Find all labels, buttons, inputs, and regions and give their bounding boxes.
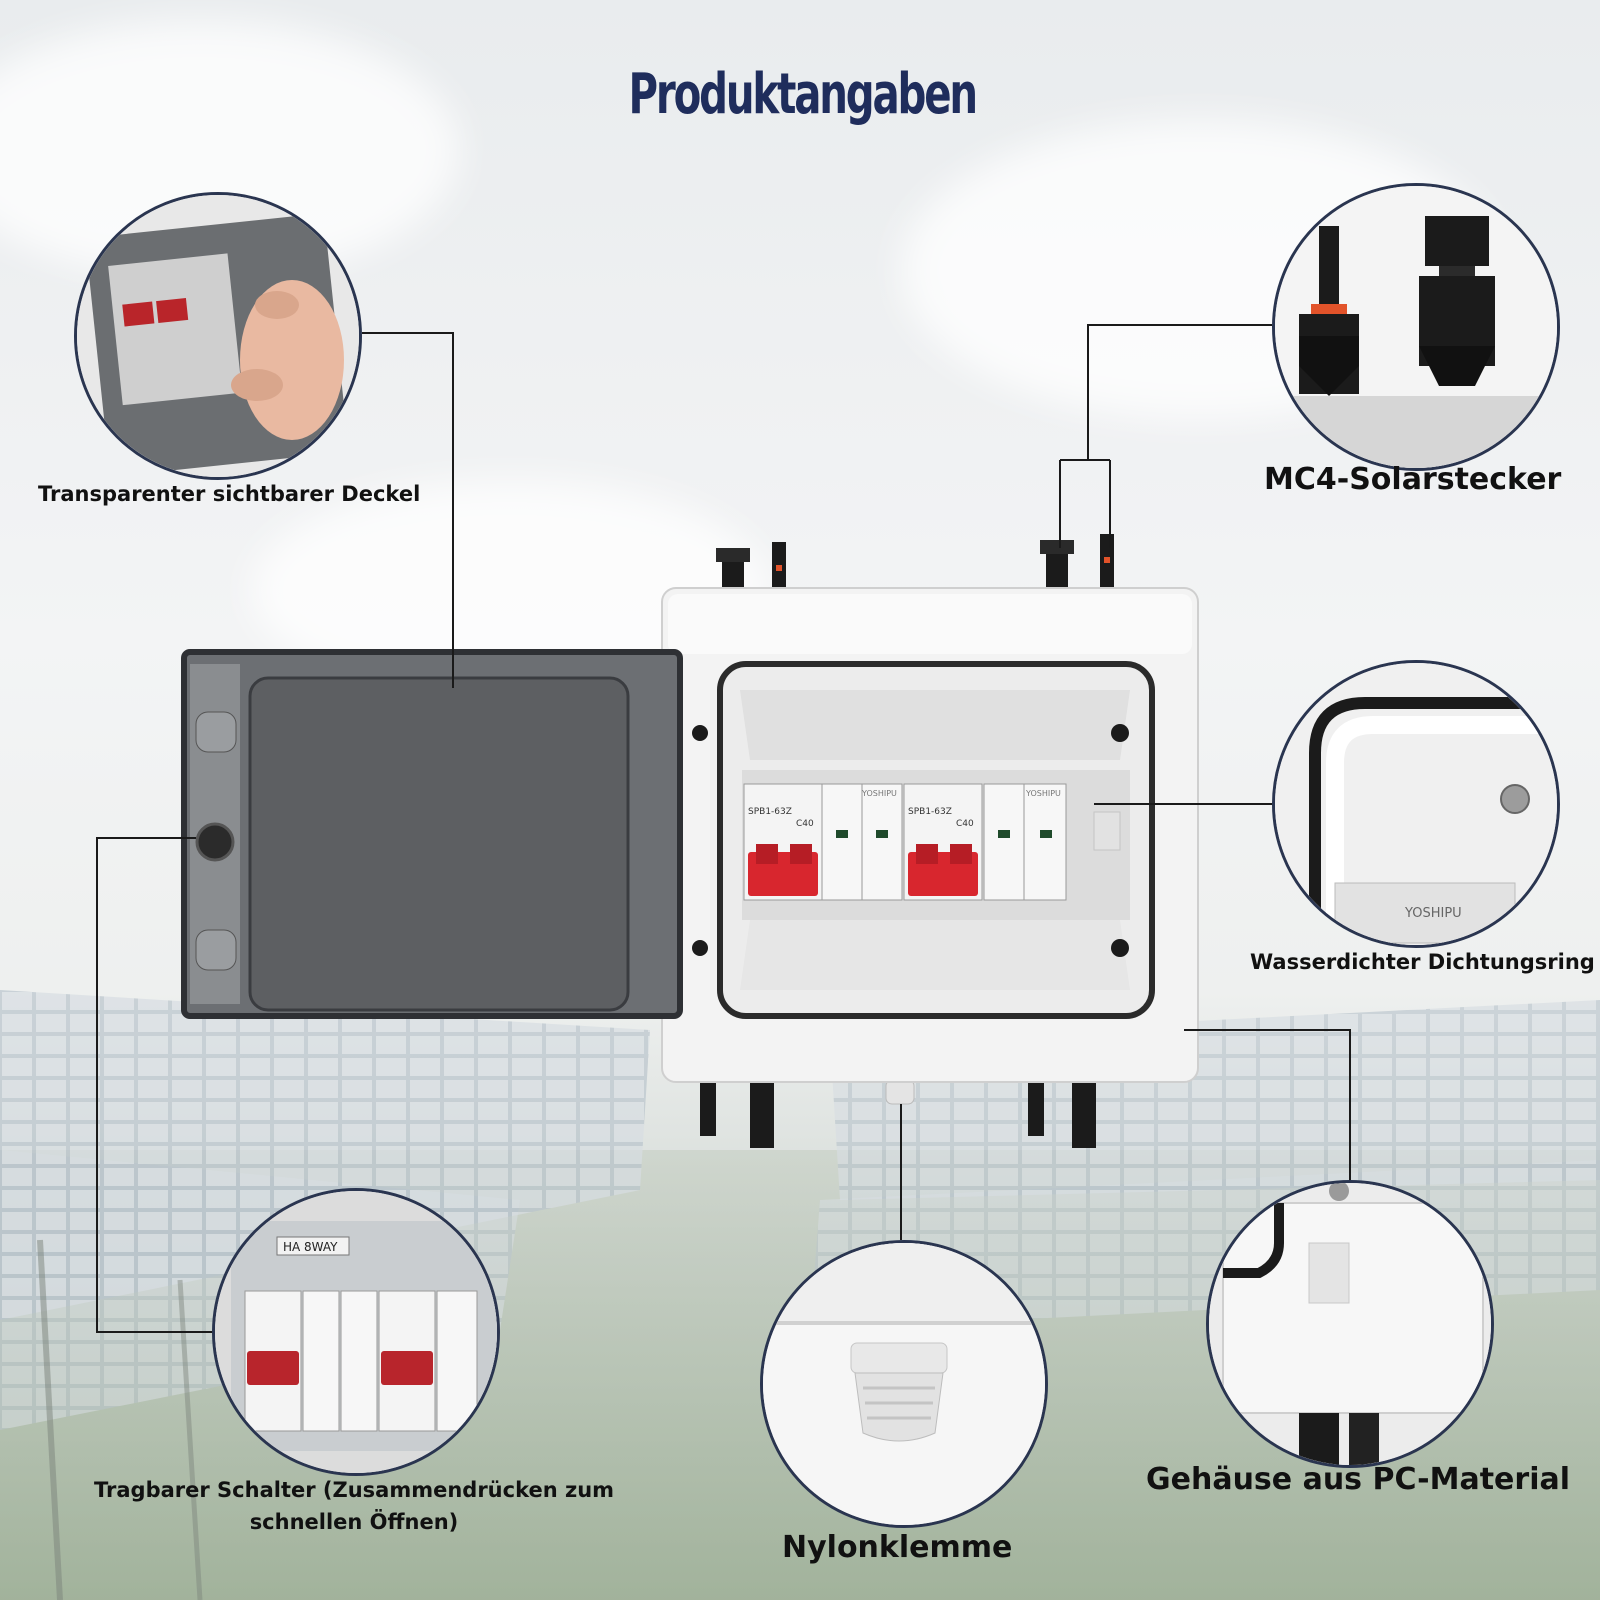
- brand-text: YOSHIPU: [861, 789, 897, 798]
- breaker-rating-text: C40: [796, 819, 814, 829]
- breaker-rating-text: C40: [956, 819, 974, 829]
- mc4-connector-bottom-left: [700, 1078, 774, 1148]
- label-portable-switch-line2: schnellen Öffnen): [249, 1510, 459, 1534]
- brand-text: YOSHIPU: [1404, 906, 1462, 921]
- label-portable-switch-line1: Tragbarer Schalter (Zusammendrücken zum: [94, 1478, 615, 1502]
- label-portable-switch: Tragbarer Schalter (Zusammendrücken zum …: [94, 1474, 614, 1538]
- page-title: Produktangaben: [628, 62, 979, 127]
- detail-circle-housing: [1206, 1180, 1494, 1468]
- label-transparent-lid: Transparenter sichtbarer Deckel: [38, 482, 421, 506]
- label-pc-housing: Gehäuse aus PC-Material: [1146, 1462, 1571, 1497]
- breaker-model-text: SPB1-63Z: [748, 807, 792, 817]
- nylon-cable-gland: [885, 1079, 915, 1105]
- detail-circle-seal: YOSHIPU: [1272, 660, 1560, 948]
- detail-circle-switch: HA 8WAY: [212, 1188, 500, 1476]
- detail-circle-mc4: [1272, 183, 1560, 471]
- detail-circle-clamp: [760, 1240, 1048, 1528]
- breaker-model-text: SPB1-63Z: [908, 807, 952, 817]
- mc4-connector-top-right: [1040, 534, 1114, 600]
- label-nylon-clamp: Nylonklemme: [782, 1530, 1013, 1565]
- label-mc4-connector: MC4-Solarstecker: [1264, 462, 1562, 497]
- transparent-lid: [181, 649, 683, 1019]
- breaker-modules: [743, 783, 1067, 901]
- label-waterproof-seal: Wasserdichter Dichtungsring: [1250, 950, 1595, 974]
- detail-circle-lid: [74, 192, 362, 480]
- brand-text: YOSHIPU: [1025, 789, 1061, 798]
- enclosure-label-text: HA 8WAY: [283, 1240, 338, 1254]
- mc4-connector-bottom-right: [1028, 1078, 1096, 1148]
